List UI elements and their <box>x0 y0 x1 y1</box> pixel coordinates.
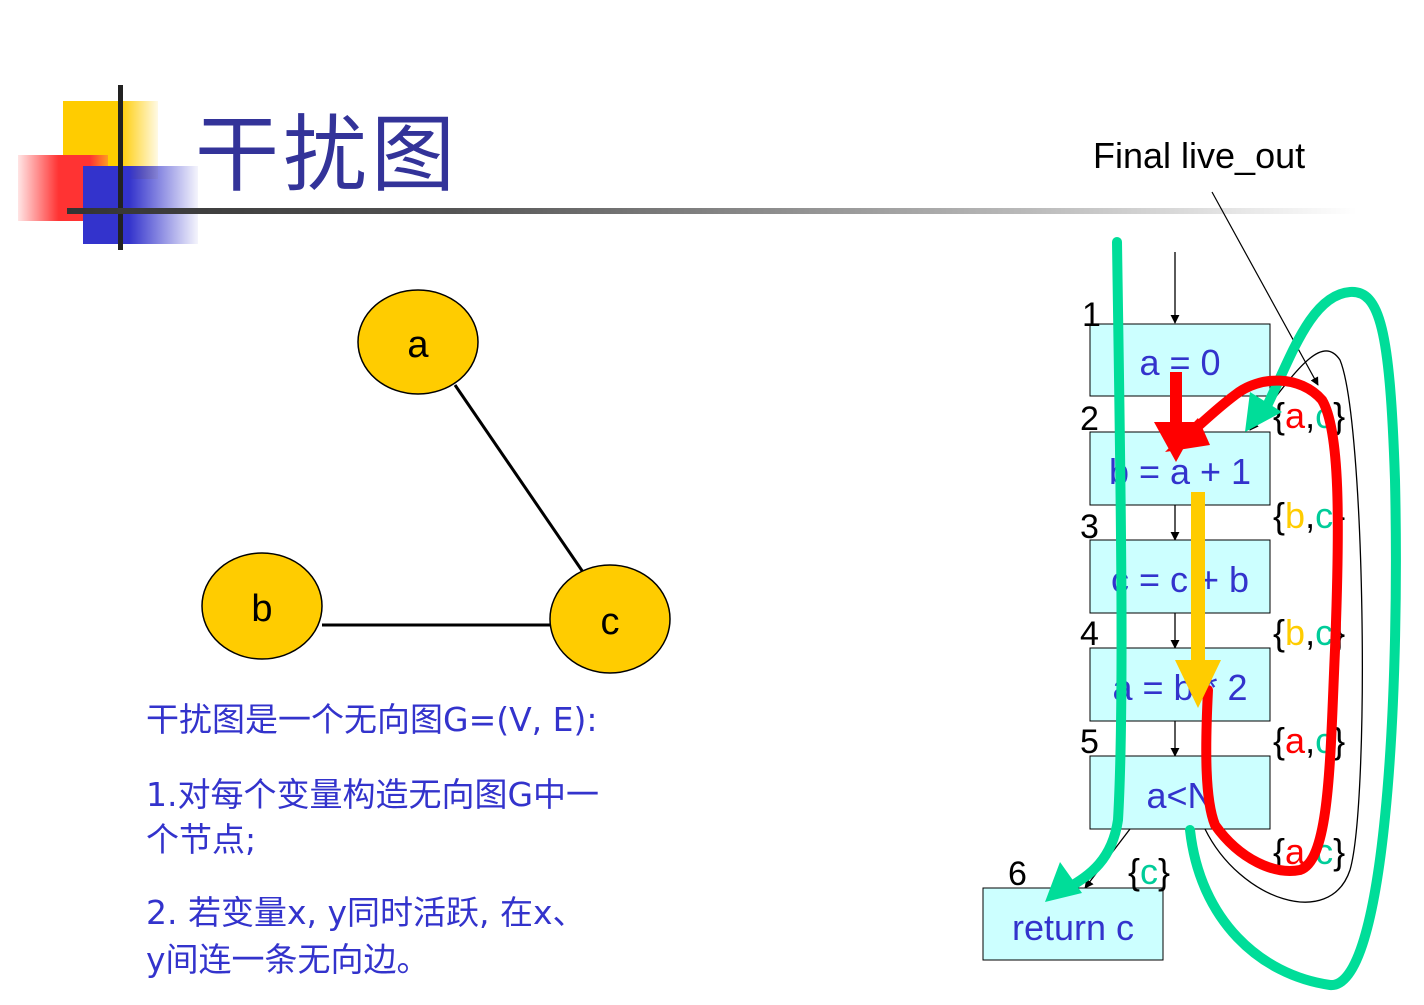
title-underline <box>67 208 1357 214</box>
graph-node-label: a <box>407 324 429 366</box>
live-set-3: {b,c} <box>1273 612 1345 653</box>
definition-text: 干扰图是一个无向图G=(V, E): <box>146 700 598 739</box>
back-edge-5-to-2 <box>1204 350 1363 903</box>
title-deco-blue-square <box>83 166 198 244</box>
live-range-a-loop <box>1180 375 1343 876</box>
svg-text:{a,c}: {a,c} <box>1273 831 1345 872</box>
page-title: 干扰图 <box>195 106 460 204</box>
block-number: 2 <box>1080 400 1099 438</box>
svg-text:{b,c}: {b,c} <box>1273 612 1345 653</box>
svg-text:{c}: {c} <box>1128 851 1170 892</box>
cfg-block-6: return c 6 <box>982 855 1164 961</box>
block-number: 6 <box>1008 855 1027 893</box>
graph-node-b: b <box>201 552 323 660</box>
block-number: 1 <box>1082 296 1101 334</box>
block-code: a = b * 2 <box>1112 667 1247 708</box>
live-set-6: {c} <box>1128 851 1170 892</box>
live-range-b-arrowhead <box>1175 660 1221 708</box>
edge-a-c <box>453 384 587 576</box>
block-number: 3 <box>1080 508 1099 546</box>
live-set-4: {a,c} <box>1273 720 1345 761</box>
annotation-pointer <box>1211 191 1319 386</box>
rule-2-line-2: y间连一条无向边。 <box>146 940 430 979</box>
block-number: 4 <box>1080 615 1099 653</box>
block-code: c = c + b <box>1111 559 1249 600</box>
graph-node-a: a <box>357 289 479 395</box>
block-number: 5 <box>1080 723 1099 761</box>
live-range-c-left <box>1063 237 1127 893</box>
block-code: return c <box>1012 907 1134 948</box>
rule-1-line-2: 个节点; <box>146 820 257 859</box>
svg-text:{a,c}: {a,c} <box>1273 720 1345 761</box>
live-range-c-right <box>1185 286 1401 990</box>
graph-node-c: c <box>549 564 671 674</box>
live-range-c-right-arrowhead <box>1245 392 1282 432</box>
block-code: b = a + 1 <box>1109 451 1251 492</box>
live-range-c-left-arrowhead <box>1045 862 1082 902</box>
live-set-5: {a,c} <box>1273 831 1345 872</box>
graph-node-label: c <box>601 601 620 643</box>
live-range-a-entry-arrowhead <box>1154 422 1198 462</box>
rule-2-line-1: 2. 若变量x, y同时活跃, 在x、 <box>146 893 586 932</box>
final-live-out-label: Final live_out <box>1093 135 1305 176</box>
rule-1-line-1: 1.对每个变量构造无向图G中一 <box>146 775 600 814</box>
graph-node-label: b <box>251 588 272 630</box>
title-deco-vertical-line <box>118 85 123 250</box>
